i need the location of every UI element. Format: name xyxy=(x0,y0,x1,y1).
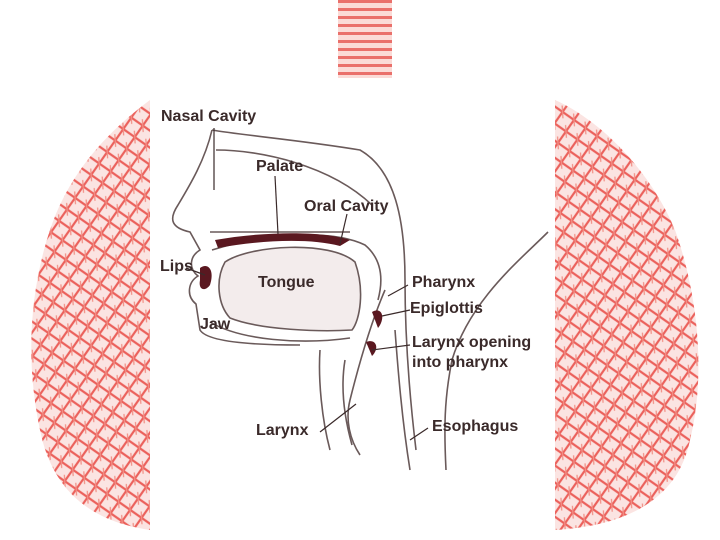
epiglottis-dark-tissue xyxy=(372,310,383,328)
label-lips: Lips xyxy=(160,258,193,275)
label-esophagus: Esophagus xyxy=(432,418,519,435)
label-jaw: Jaw xyxy=(200,316,231,333)
jaw-outline xyxy=(209,321,351,342)
label-palate: Palate xyxy=(256,158,304,175)
oral-cavity-arrow xyxy=(339,213,348,245)
label-tongue: Tongue xyxy=(258,274,315,291)
larynx-arrow xyxy=(319,403,357,433)
tongue-outline xyxy=(218,246,362,332)
label-oral-cavity: Oral Cavity xyxy=(304,198,389,215)
pharynx-arrow xyxy=(387,284,409,297)
larynx-opening-arrow xyxy=(371,344,411,351)
label-larynx: Larynx xyxy=(256,422,309,439)
label-pharynx: Pharynx xyxy=(412,274,476,291)
esophagus-arrow xyxy=(409,427,429,441)
right-lung-shape xyxy=(555,100,699,530)
palate-dark-tissue xyxy=(215,233,350,248)
epiglottis-arrow xyxy=(381,309,411,317)
face-profile xyxy=(171,129,301,346)
palate-arrow xyxy=(274,175,279,235)
skull-outline xyxy=(211,129,417,451)
nasal-cavity-line xyxy=(215,149,373,206)
label-larynx-opening-line1: Larynx opening xyxy=(412,334,532,351)
trachea-shape xyxy=(338,0,392,78)
label-epiglottis: Epiglottis xyxy=(410,300,483,317)
larynx-outline xyxy=(318,349,353,451)
left-lung-shape xyxy=(31,100,150,530)
lips-arrow xyxy=(185,267,206,276)
esophagus-outline xyxy=(394,329,411,471)
label-nasal-cavity: Nasal Cavity xyxy=(161,108,257,125)
lips-dark-tissue xyxy=(199,265,212,290)
neck-back-line xyxy=(444,231,549,471)
larynx-opening-dark-tissue xyxy=(366,341,377,356)
label-larynx-opening-line2: into pharynx xyxy=(412,354,509,371)
